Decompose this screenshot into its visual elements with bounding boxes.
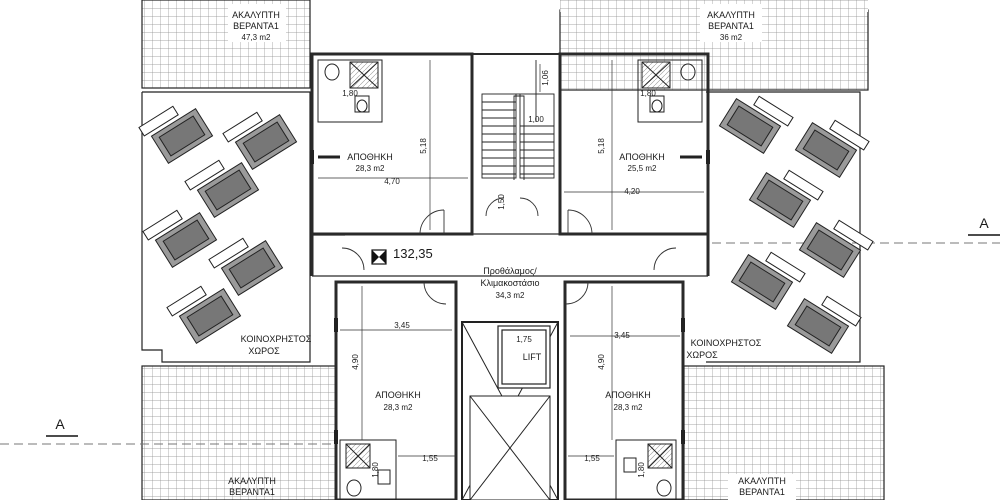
wc-bottom-left xyxy=(339,439,397,500)
dim-100: 1,00 xyxy=(528,115,544,124)
lobby-title-1: Προθάλαμος/ xyxy=(483,266,537,276)
veranda-tl-title-1: ΑΚΑΛΥΠΤΗ xyxy=(232,10,280,20)
veranda-labels: ΑΚΑΛΥΠΤΗ ΒΕΡΑΝΤΑ1 47,3 m2 ΑΚΑΛΥΠΤΗ ΒΕΡΑΝ… xyxy=(228,10,786,497)
dim-180-bl: 1,80 xyxy=(371,462,380,478)
veranda-bottom-right xyxy=(683,365,885,500)
dim-155-left: 1,55 xyxy=(422,454,438,463)
dim-180-tr: 1,80 xyxy=(640,89,656,98)
veranda-tl-area: 47,3 m2 xyxy=(242,33,271,42)
veranda-br-title-2: ΒΕΡΑΝΤΑ1 xyxy=(739,487,785,497)
dim-180-tl: 1,80 xyxy=(342,89,358,98)
common-right-title-2: ΧΩΡΟΣ xyxy=(686,350,718,360)
dimension-labels: 4,70 4,20 5,18 5,18 3,45 3,45 4,90 4,90 … xyxy=(342,70,656,478)
veranda-bl-title-2: ΒΕΡΑΝΤΑ1 xyxy=(229,487,275,497)
veranda-tr-area: 36 m2 xyxy=(720,33,743,42)
storage-bl-area: 28,3 m2 xyxy=(384,403,413,412)
doors xyxy=(341,197,677,305)
dim-490-right: 4,90 xyxy=(597,354,606,370)
veranda-tr-title-2: ΒΕΡΑΝΤΑ1 xyxy=(708,21,754,31)
veranda-top-right xyxy=(559,0,869,91)
wc-top-left xyxy=(317,59,383,123)
wc-bottom-right xyxy=(615,439,677,500)
veranda-top-left xyxy=(141,0,311,89)
section-marker-left: A xyxy=(46,416,78,437)
staircase xyxy=(481,60,555,180)
building-walls xyxy=(310,52,710,500)
common-right-title-1: ΚΟΙΝΟΧΡΗΣΤΟΣ xyxy=(691,338,762,348)
section-marker-right: A xyxy=(968,215,1000,236)
dim-490-left: 4,90 xyxy=(351,354,360,370)
dim-175: 1,75 xyxy=(516,335,532,344)
wc-top-right xyxy=(637,59,703,123)
lobby-labels: Προθάλαμος/ Κλιμακοστάσιο 34,3 m2 LIFT xyxy=(480,266,541,362)
lift-label: LIFT xyxy=(523,352,542,362)
solar-panels-right xyxy=(718,95,874,355)
section-marker-label: A xyxy=(979,215,989,231)
common-area-right xyxy=(706,91,861,363)
dim-518-left: 5,18 xyxy=(419,138,428,154)
veranda-br-title-1: ΑΚΑΛΥΠΤΗ xyxy=(738,476,786,486)
lobby-title-2: Κλιμακοστάσιο xyxy=(480,278,539,288)
lift-shaft xyxy=(461,321,559,500)
window-marks xyxy=(310,150,710,444)
storage-bl-title: ΑΠΟΘΗΚΗ xyxy=(375,390,421,400)
lobby-area: 34,3 m2 xyxy=(496,291,525,300)
dim-470: 4,70 xyxy=(384,177,400,186)
storage-br-title: ΑΠΟΘΗΚΗ xyxy=(605,390,651,400)
dim-420: 4,20 xyxy=(624,187,640,196)
storage-tl-area: 28,3 m2 xyxy=(356,164,385,173)
dim-518-right: 5,18 xyxy=(597,138,606,154)
section-marker-label: A xyxy=(55,416,65,432)
common-left-title-1: ΚΟΙΝΟΧΡΗΣΤΟΣ xyxy=(241,334,312,344)
lift-car xyxy=(497,325,551,389)
common-area-labels: ΚΟΙΝΟΧΡΗΣΤΟΣ ΧΩΡΟΣ ΚΟΙΝΟΧΡΗΣΤΟΣ ΧΩΡΟΣ xyxy=(241,334,762,360)
level-marker: 132,35 xyxy=(371,246,433,265)
common-left-title-2: ΧΩΡΟΣ xyxy=(248,346,280,356)
storage-tr-area: 25,5 m2 xyxy=(628,164,657,173)
dim-345-left: 3,45 xyxy=(394,321,410,330)
veranda-tl-title-2: ΒΕΡΑΝΤΑ1 xyxy=(233,21,279,31)
dim-150: 1,50 xyxy=(497,194,506,210)
dim-106: 1,06 xyxy=(541,70,550,86)
veranda-bottom-left xyxy=(141,365,337,500)
dim-345-right: 3,45 xyxy=(614,331,630,340)
level-value: 132,35 xyxy=(393,246,433,261)
storage-labels: ΑΠΟΘΗΚΗ 28,3 m2 ΑΠΟΘΗΚΗ 25,5 m2 ΑΠΟΘΗΚΗ … xyxy=(347,152,665,412)
veranda-bl-title-1: ΑΚΑΛΥΠΤΗ xyxy=(228,476,276,486)
storage-tl-title: ΑΠΟΘΗΚΗ xyxy=(347,152,393,162)
storage-br-area: 28,3 m2 xyxy=(614,403,643,412)
veranda-tr-title-1: ΑΚΑΛΥΠΤΗ xyxy=(707,10,755,20)
dimension-lines xyxy=(318,60,704,457)
solar-panels-left xyxy=(138,105,298,345)
dim-180-br: 1,80 xyxy=(637,462,646,478)
storage-tr-title: ΑΠΟΘΗΚΗ xyxy=(619,152,665,162)
dim-155-right: 1,55 xyxy=(584,454,600,463)
